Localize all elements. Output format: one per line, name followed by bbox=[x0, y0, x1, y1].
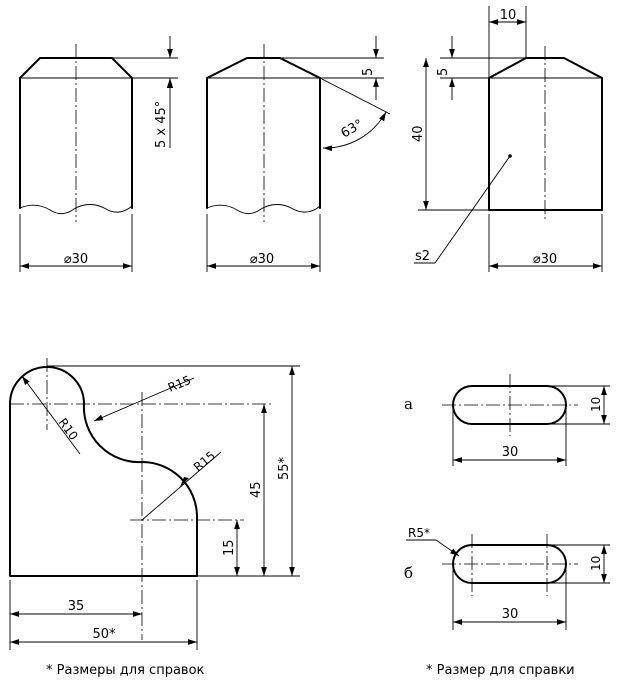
slot-a-label: а bbox=[404, 395, 413, 413]
profile-radius-left: R10 bbox=[56, 416, 81, 443]
view-chamfer-63: ⌀30 5 63° bbox=[206, 36, 391, 272]
profile-height-15: 15 bbox=[222, 539, 237, 556]
profile-outline bbox=[9, 366, 198, 577]
slot-a-width: 30 bbox=[502, 445, 519, 460]
view2-height: 5 bbox=[361, 68, 376, 76]
view1-break-line bbox=[19, 204, 133, 215]
profile-width-50: 50* bbox=[92, 627, 116, 642]
slots-note: * Размер для справки bbox=[426, 663, 575, 678]
slot-a: а 10 30 bbox=[404, 374, 610, 466]
view2-break-line bbox=[206, 204, 321, 215]
profile-height-45: 45 bbox=[249, 481, 264, 498]
slot-b-radius: R5* bbox=[408, 526, 430, 540]
profile-note: * Размеры для справок bbox=[46, 663, 205, 678]
profile-radius-top: R15 bbox=[166, 373, 193, 395]
slot-b-width: 30 bbox=[502, 607, 519, 622]
slot-b-label: б bbox=[404, 564, 413, 582]
view3-surface-label: s2 bbox=[415, 249, 430, 264]
view2-diameter: ⌀30 bbox=[250, 252, 274, 267]
slot-a-height: 10 bbox=[589, 397, 603, 412]
view1-chamfer: 5 x 45° bbox=[154, 101, 169, 148]
view-side: 10 5 40 ⌀30 s2 bbox=[411, 6, 603, 272]
slot-b: б R5* 10 30 * Размер для справки bbox=[404, 526, 610, 678]
view3-outline bbox=[488, 57, 603, 211]
profile-width-35: 35 bbox=[68, 599, 85, 614]
view3-width: 10 bbox=[500, 8, 517, 23]
view-chamfer-45: ⌀30 5 x 45° bbox=[19, 36, 178, 272]
slot-b-height: 10 bbox=[589, 556, 603, 571]
profile-radius-mid: R15 bbox=[191, 448, 218, 474]
view3-diameter: ⌀30 bbox=[533, 252, 557, 267]
view3-length: 40 bbox=[411, 125, 426, 142]
view2-outline bbox=[206, 57, 321, 209]
view1-diameter: ⌀30 bbox=[64, 252, 88, 267]
profile-height-55: 55* bbox=[277, 456, 292, 480]
view3-height: 5 bbox=[436, 68, 451, 76]
profile-part: R10 R15 R15 55* 45 15 35 50* * Размеры д… bbox=[9, 358, 300, 678]
